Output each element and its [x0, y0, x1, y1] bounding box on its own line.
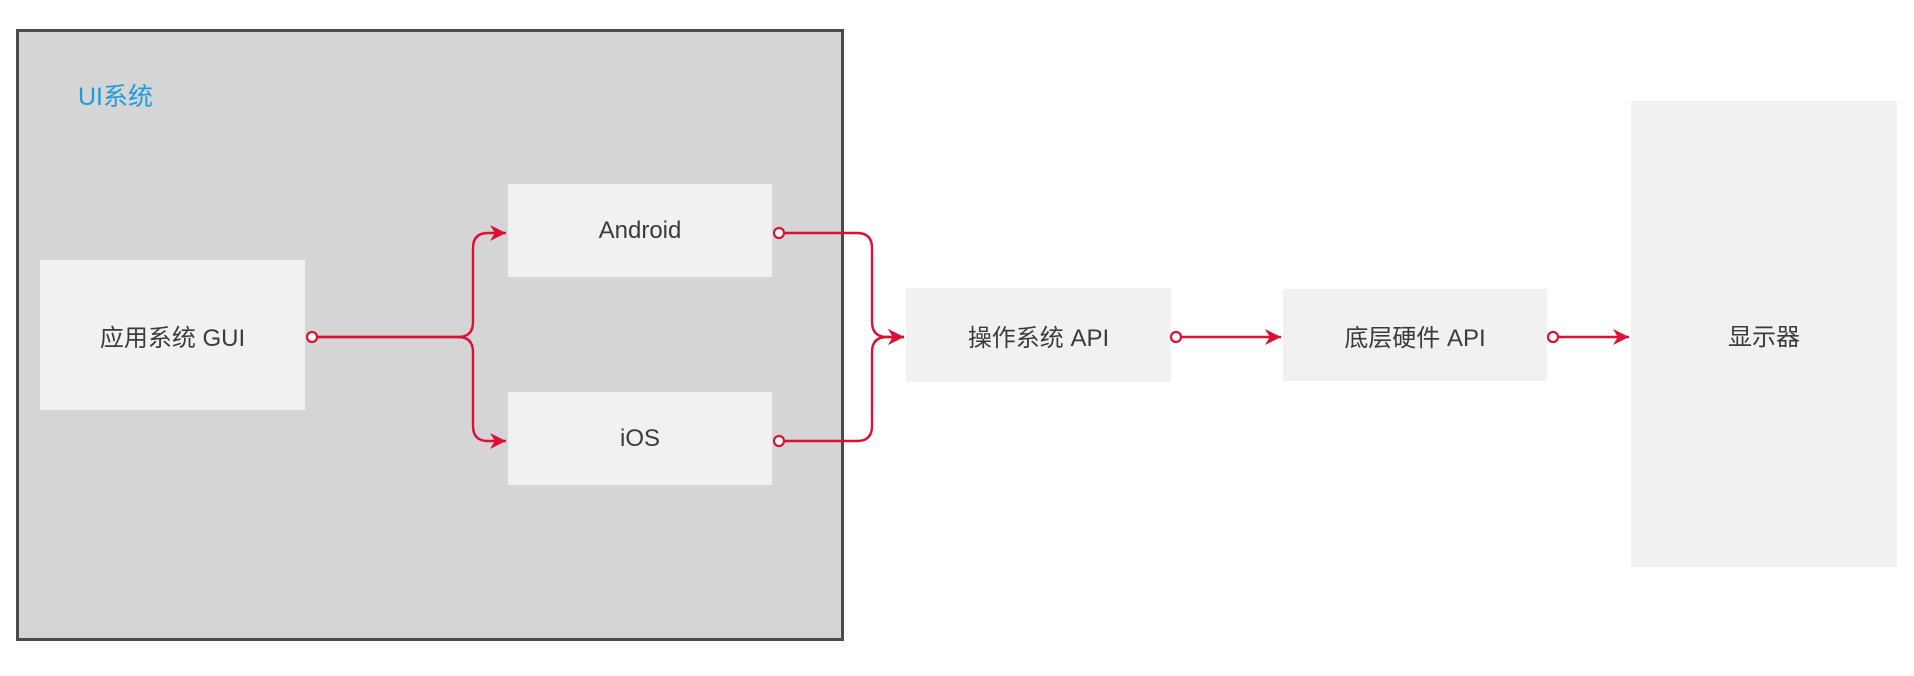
node-display-label: 显示器	[1728, 323, 1800, 351]
node-android: Android	[508, 184, 772, 277]
node-os-api-label: 操作系统 API	[967, 324, 1110, 352]
node-hardware-api: 底层硬件 API	[1283, 289, 1547, 381]
node-ios: iOS	[508, 392, 772, 485]
node-ios-label: iOS	[619, 424, 660, 452]
node-app-system-gui-label: 应用系统 GUI	[99, 324, 246, 352]
node-hardware-api-label: 底层硬件 API	[1344, 324, 1486, 352]
node-app-system-gui: 应用系统 GUI	[40, 260, 305, 410]
node-display: 显示器	[1631, 101, 1897, 567]
node-os-api: 操作系统 API	[906, 288, 1171, 382]
source-dot-os-api	[1169, 330, 1183, 344]
node-android-label: Android	[598, 216, 682, 244]
source-dot-hardware-api	[1546, 330, 1560, 344]
ui-system-label: UI系统	[78, 83, 154, 111]
